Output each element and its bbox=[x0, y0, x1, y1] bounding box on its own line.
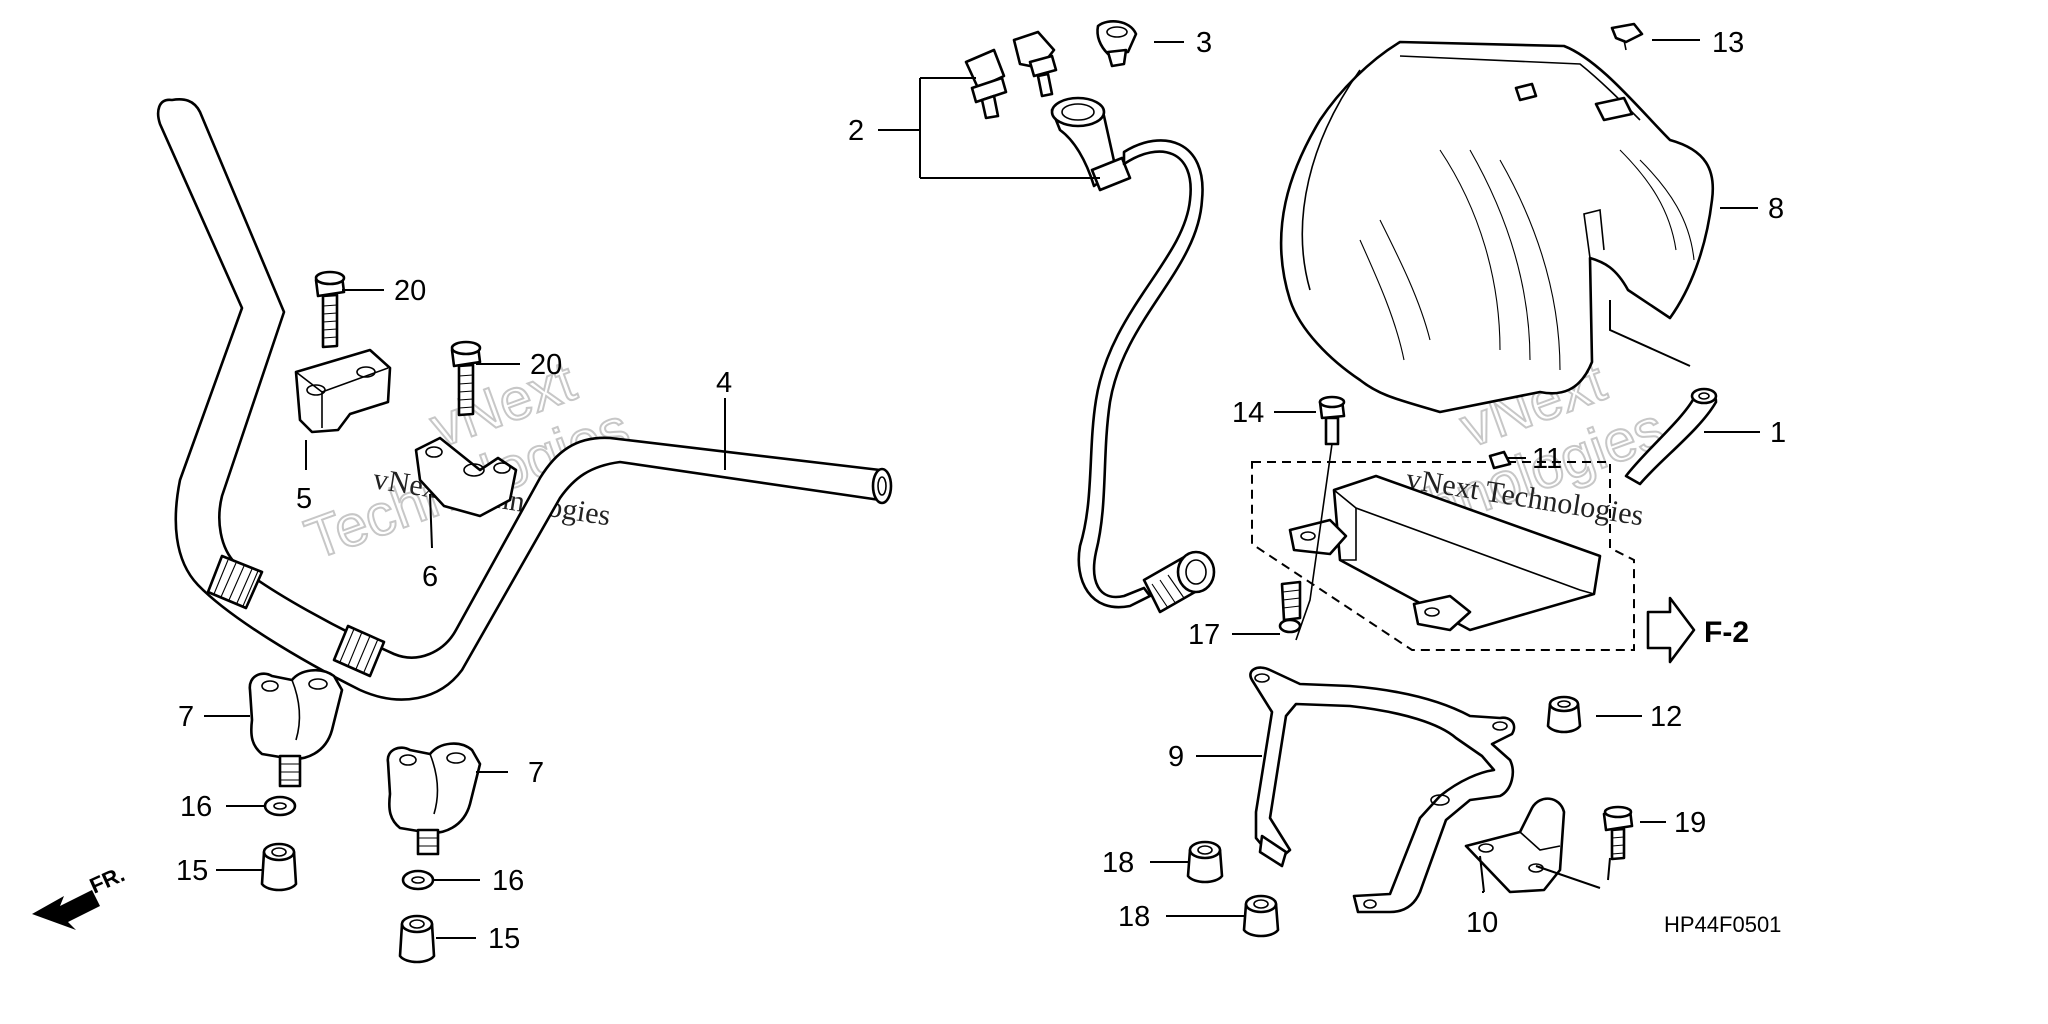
reference-arrow-icon bbox=[1646, 596, 1696, 664]
breather-tube-1 bbox=[1624, 387, 1718, 486]
screw-11 bbox=[1488, 450, 1512, 470]
nut-18a bbox=[1186, 840, 1224, 884]
clip-13 bbox=[1610, 22, 1644, 51]
callout-4: 4 bbox=[716, 367, 732, 399]
bolt-20-left bbox=[314, 270, 346, 349]
bolt-17 bbox=[1278, 580, 1302, 634]
handlebar-knurl-left bbox=[206, 554, 264, 610]
callout-17: 17 bbox=[1188, 619, 1220, 651]
callout-5: 5 bbox=[296, 483, 312, 515]
nut-18b bbox=[1242, 894, 1280, 938]
callout-2: 2 bbox=[848, 115, 864, 147]
callout-15b: 15 bbox=[488, 923, 520, 955]
ignition-switch bbox=[1050, 96, 1132, 192]
meter-cover-8 bbox=[1279, 40, 1715, 414]
callout-11: 11 bbox=[1532, 443, 1562, 475]
grommet-12 bbox=[1546, 695, 1582, 734]
callout-6: 6 bbox=[422, 561, 438, 593]
bolt-19 bbox=[1602, 805, 1634, 861]
callout-10: 10 bbox=[1466, 907, 1498, 939]
key-a bbox=[964, 48, 1008, 120]
callout-13: 13 bbox=[1712, 27, 1744, 59]
callout-14: 14 bbox=[1232, 397, 1264, 429]
washer-16a bbox=[263, 795, 297, 817]
callout-7b: 7 bbox=[528, 757, 544, 789]
callout-8: 8 bbox=[1768, 193, 1784, 225]
lower-holder-7a bbox=[248, 668, 344, 788]
reference-label: F-2 bbox=[1704, 616, 1749, 649]
meter-unit bbox=[1288, 474, 1602, 632]
nut-15b bbox=[398, 914, 436, 964]
callout-1: 1 bbox=[1770, 417, 1786, 449]
callout-16a: 16 bbox=[180, 791, 212, 823]
front-arrow-icon bbox=[32, 890, 100, 930]
handlebar-knurl-right bbox=[332, 624, 386, 678]
ignition-connector bbox=[1142, 550, 1216, 614]
key-cap-3 bbox=[1096, 20, 1138, 68]
nut-15a bbox=[260, 842, 298, 892]
key-b bbox=[1012, 30, 1058, 98]
callout-18b: 18 bbox=[1118, 901, 1150, 933]
callout-20a: 20 bbox=[394, 275, 426, 307]
callout-12: 12 bbox=[1650, 701, 1682, 733]
callout-19: 19 bbox=[1674, 807, 1706, 839]
callout-15a: 15 bbox=[176, 855, 208, 887]
callout-16b: 16 bbox=[492, 865, 524, 897]
leader-lines bbox=[204, 39, 1760, 939]
bracket-10 bbox=[1464, 797, 1566, 894]
callout-7a: 7 bbox=[178, 701, 194, 733]
bolt-20-right bbox=[450, 340, 482, 417]
diagram-code: HP44F0501 bbox=[1664, 912, 1781, 937]
meter-assembly-group bbox=[1251, 461, 1635, 651]
callout-9: 9 bbox=[1168, 741, 1184, 773]
meter-stay-9 bbox=[1249, 666, 1516, 914]
handlebar-plate-6 bbox=[414, 436, 518, 518]
callout-20b: 20 bbox=[530, 349, 562, 381]
ignition-cable bbox=[1077, 139, 1204, 609]
callout-labels: 3 2 13 8 1 14 11 17 12 9 19 18 18 10 20 … bbox=[176, 27, 1786, 955]
bolt-14 bbox=[1318, 395, 1346, 446]
lower-holder-7b bbox=[386, 742, 482, 856]
upper-holder-5 bbox=[294, 348, 392, 434]
callout-18a: 18 bbox=[1102, 847, 1134, 879]
callout-3: 3 bbox=[1196, 27, 1212, 59]
washer-16b bbox=[401, 869, 435, 891]
handlebar bbox=[156, 98, 893, 701]
